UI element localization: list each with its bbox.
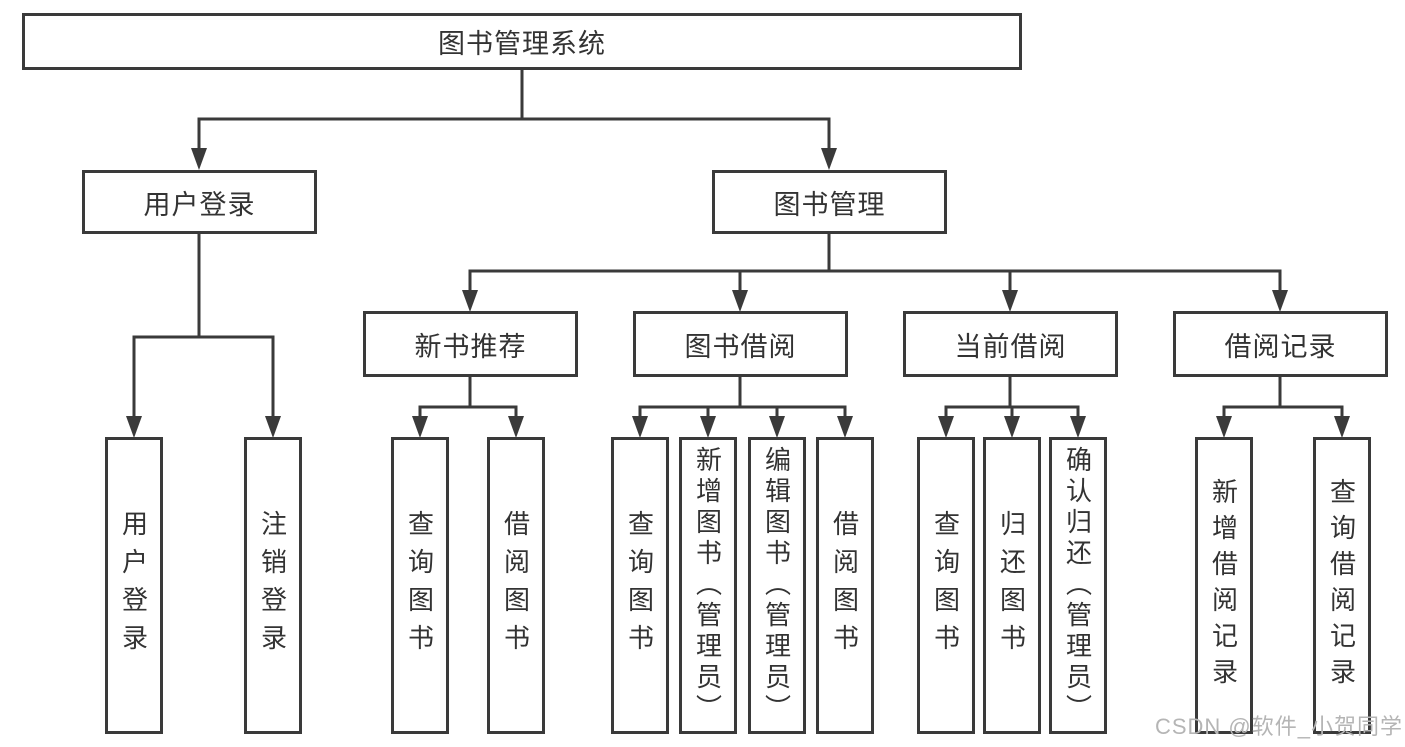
node-borrow-records-label: 借阅记录 (1224, 331, 1337, 362)
leaf-borrow-query-books: 查询图书 (611, 437, 669, 734)
leaf-borrow-add-books-admin-label: 新增图书（管理员） (692, 446, 723, 725)
leaf-borrow-edit-books-admin-label: 编辑图书（管理员） (761, 446, 792, 725)
leaf-borrow-edit-books-admin: 编辑图书（管理员） (748, 437, 806, 734)
leaf-current-return-books: 归还图书 (983, 437, 1041, 734)
leaf-current-confirm-return-admin: 确认归还（管理员） (1049, 437, 1107, 734)
leaf-records-add-record-label: 新增借阅记录 (1208, 477, 1239, 694)
leaf-recommend-query-books: 查询图书 (391, 437, 449, 734)
leaf-borrow-add-books-admin: 新增图书（管理员） (679, 437, 737, 734)
node-new-book-recommend-label: 新书推荐 (414, 331, 527, 362)
arrowheads (126, 148, 1350, 438)
leaf-records-add-record: 新增借阅记录 (1195, 437, 1253, 734)
leaf-user-login-label: 用户登录 (118, 509, 149, 662)
leaf-current-query-books-label: 查询图书 (930, 509, 961, 662)
node-book-management-label: 图书管理 (773, 189, 886, 220)
node-user-login-label: 用户登录 (143, 189, 256, 220)
leaf-logout: 注销登录 (244, 437, 302, 734)
leaf-records-query-record: 查询借阅记录 (1313, 437, 1371, 734)
leaf-recommend-borrow-books-label: 借阅图书 (500, 509, 531, 662)
leaf-borrow-borrow-books: 借阅图书 (816, 437, 874, 734)
leaf-logout-label: 注销登录 (257, 509, 288, 662)
node-book-management: 图书管理 (712, 170, 947, 234)
node-new-book-recommend: 新书推荐 (363, 311, 578, 377)
node-root-label: 图书管理系统 (438, 29, 606, 59)
leaf-current-query-books: 查询图书 (917, 437, 975, 734)
node-user-login: 用户登录 (82, 170, 317, 234)
leaf-borrow-borrow-books-label: 借阅图书 (829, 509, 860, 662)
node-current-borrow: 当前借阅 (903, 311, 1118, 377)
node-borrow-records: 借阅记录 (1173, 311, 1388, 377)
node-book-borrow: 图书借阅 (633, 311, 848, 377)
leaf-borrow-query-books-label: 查询图书 (624, 509, 655, 662)
leaf-recommend-query-books-label: 查询图书 (404, 509, 435, 662)
leaf-current-confirm-return-admin-label: 确认归还（管理员） (1062, 446, 1093, 725)
leaf-current-return-books-label: 归还图书 (996, 509, 1027, 662)
leaf-user-login: 用户登录 (105, 437, 163, 734)
node-book-borrow-label: 图书借阅 (684, 331, 797, 362)
node-root: 图书管理系统 (22, 13, 1022, 70)
leaf-recommend-borrow-books: 借阅图书 (487, 437, 545, 734)
node-current-borrow-label: 当前借阅 (954, 331, 1067, 362)
tree-edges (132, 70, 1344, 434)
leaf-records-query-record-label: 查询借阅记录 (1326, 477, 1357, 694)
